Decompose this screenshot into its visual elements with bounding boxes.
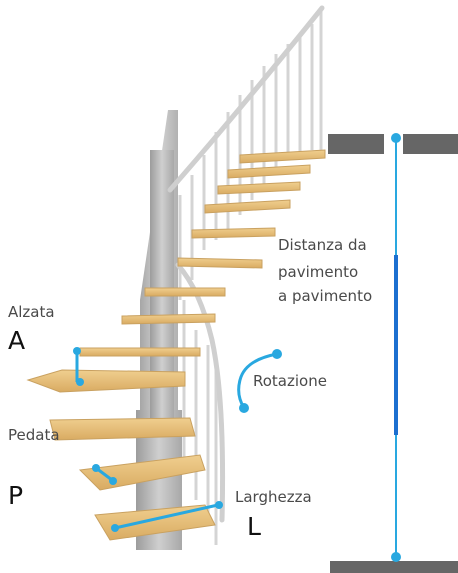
pedata-label: Pedata [8, 426, 60, 444]
larghezza-letter: L [247, 512, 261, 541]
pedata-letter: P [8, 481, 24, 510]
treads [26, 149, 326, 541]
alzata-letter: A [8, 326, 26, 355]
larghezza-marker [111, 501, 223, 532]
height-dot-top [391, 133, 401, 143]
floor-slabs [328, 134, 458, 573]
handrail [167, 5, 325, 523]
distanza-label-line-1: Distanza da [278, 236, 367, 254]
alzata-marker [73, 347, 84, 386]
rotazione-label: Rotazione [253, 372, 327, 390]
larghezza-label: Larghezza [235, 488, 312, 506]
distanza-label-line-2: pavimento [278, 263, 359, 281]
lower-slab [330, 561, 458, 573]
height-dot-bottom [391, 552, 401, 562]
alzata-label: Alzata [8, 303, 55, 321]
height-dimension [391, 133, 401, 562]
upper-slab-left [328, 134, 384, 154]
upper-slab-right [403, 134, 458, 154]
rotazione-marker [237, 349, 282, 413]
distanza-label-line-3: a pavimento [278, 287, 373, 305]
pedata-marker [92, 464, 117, 485]
central-spine [136, 110, 182, 550]
